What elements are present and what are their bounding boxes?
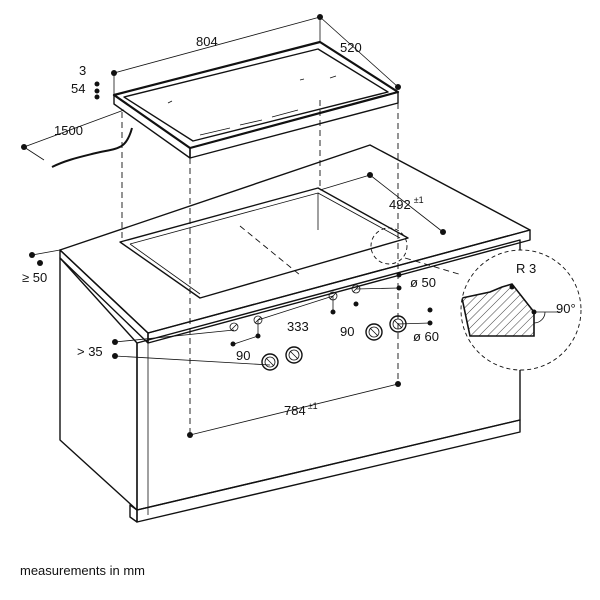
dim-knob-offset-left: 90 [236,348,250,363]
knob-2 [285,346,303,364]
dim-front-distance: ≥ 50 [22,270,47,285]
dim-knob-offset-right: 90 [340,324,354,339]
detail-callout [370,227,582,371]
knob-hole-1 [229,322,239,332]
dim-hob-height: 54 [71,81,85,96]
dim-hob-depth: 520 [340,40,362,55]
detail-radius: R 3 [516,261,536,276]
hob-cooktop [112,40,400,159]
cooking-zone-marks [167,75,337,136]
dim-hob-edge: 3 [79,63,86,78]
countertop-cutout [119,187,409,299]
dimension-lines [21,14,446,438]
knob-1 [261,353,279,371]
dim-knob-spacing: 333 [287,319,309,334]
dim-hob-width: 804 [196,34,218,49]
cabinet [59,144,531,523]
caption: measurements in mm [20,563,145,578]
dim-cable-length: 1500 [54,123,83,138]
dim-knob-hole-small: ø 50 [410,275,436,290]
projection-lines [121,100,399,435]
dim-cutout-width: 784±1 [284,401,318,418]
power-cable [51,127,133,168]
dim-knob-edge: > 35 [77,344,103,359]
knob-3 [365,323,383,341]
countertop-section [461,283,535,337]
dim-knob-hole-large: ø 60 [413,329,439,344]
detail-angle: 90° [556,301,576,316]
dim-cutout-depth: 492±1 [389,195,424,212]
